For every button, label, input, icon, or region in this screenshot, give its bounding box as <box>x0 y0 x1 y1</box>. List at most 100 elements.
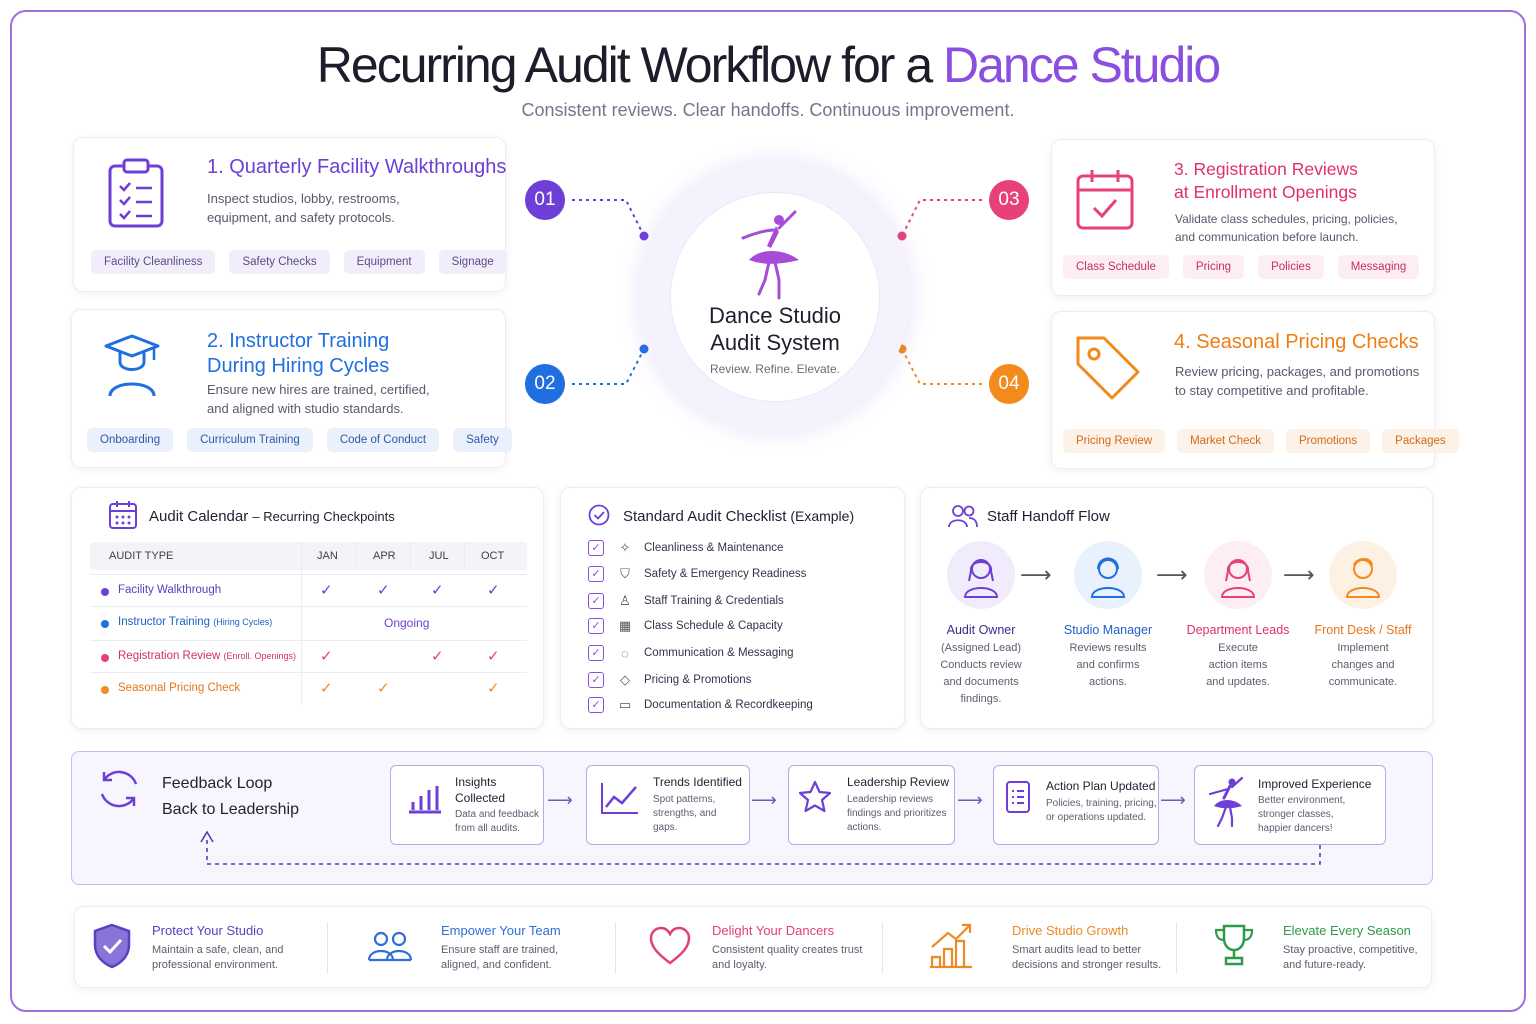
shield-check-icon <box>93 923 131 969</box>
star-icon <box>798 780 832 813</box>
checkbox[interactable]: ✓ <box>588 697 604 713</box>
tag-chip: Policies <box>1258 255 1324 279</box>
divider <box>355 542 356 570</box>
row-label: Instructor Training (Hiring Cycles) <box>118 616 273 628</box>
row-label: Seasonal Pricing Check <box>118 682 241 694</box>
check-mark: ✓ <box>320 680 333 697</box>
benefit-title: Drive Studio Growth <box>1012 923 1129 938</box>
avatar <box>1329 541 1397 609</box>
growth-chart-icon <box>930 923 972 969</box>
audit-checklist-panel <box>560 487 905 729</box>
benefit-title: Elevate Every Season <box>1283 923 1411 938</box>
checklist-title: Standard Audit Checklist (Example) <box>623 508 855 525</box>
calendar-icon: ▦ <box>618 618 632 633</box>
price-tag-icon <box>1076 336 1140 400</box>
card-1-description: Inspect studios, lobby, restrooms,equipm… <box>207 191 400 225</box>
divider <box>615 922 616 974</box>
page-subtitle: Consistent reviews. Clear handoffs. Cont… <box>521 100 1015 120</box>
check-mark: ✓ <box>377 680 390 697</box>
card-3-tags: Class Schedule Pricing Policies Messagin… <box>1063 255 1420 279</box>
checklist-item[interactable]: ✓◇Pricing & Promotions <box>588 670 751 690</box>
page-frame <box>10 10 1526 1012</box>
checklist-item[interactable]: ✓◌Communication & Messaging <box>588 643 794 663</box>
checkbox[interactable]: ✓ <box>588 672 604 688</box>
benefit-title: Delight Your Dancers <box>712 923 835 938</box>
trend-line-icon <box>601 783 638 814</box>
shield-icon: ⛉ <box>620 566 630 581</box>
checklist-item[interactable]: ✓⛉Safety & Emergency Readiness <box>588 564 806 584</box>
divider <box>327 922 328 974</box>
status-dot <box>101 654 109 662</box>
checklist-item[interactable]: ✓♙Staff Training & Credentials <box>588 591 784 611</box>
people-icon <box>948 505 978 528</box>
row-label: Registration Review (Enroll. Openings) <box>118 650 297 662</box>
person-icon <box>1345 558 1381 598</box>
tag-chip: Equipment <box>343 250 425 274</box>
benefit-description: Ensure staff are trained,aligned, and co… <box>441 944 559 971</box>
check-mark: ✓ <box>487 680 500 697</box>
trophy-icon <box>1214 924 1254 966</box>
person-icon <box>1220 559 1256 598</box>
chat-bubble-icon: ◌ <box>621 645 629 661</box>
status-dot <box>101 588 109 596</box>
card-4-tags: Pricing Review Market Check Promotions P… <box>1063 429 1459 453</box>
benefits-bar <box>74 906 1432 988</box>
card-3-description: Validate class schedules, pricing, polic… <box>1175 212 1398 244</box>
page-title: Recurring Audit Workflow for a Dance Stu… <box>316 37 1221 93</box>
checkbox[interactable]: ✓ <box>588 593 604 609</box>
check-mark: ✓ <box>320 582 333 599</box>
hub-tagline: Review. Refine. Elevate. <box>709 362 841 376</box>
column-header: OCT <box>481 550 505 562</box>
arrow-right-icon: ⟶ <box>1160 790 1186 810</box>
checkbox[interactable]: ✓ <box>588 618 604 634</box>
divider <box>410 542 411 570</box>
checkbox[interactable]: ✓ <box>588 566 604 582</box>
calendar-row: Instructor Training (Hiring Cycles) Ongo… <box>90 606 527 638</box>
audit-calendar-panel <box>71 487 544 729</box>
refresh-cycle-icon <box>100 770 138 808</box>
checkbox[interactable]: ✓ <box>588 645 604 661</box>
card-4-title: 4. Seasonal Pricing Checks <box>1174 331 1419 353</box>
calendar-icon <box>109 501 137 529</box>
calendar-row: Seasonal Pricing Check ✓ ✓ ✓ <box>90 672 527 704</box>
person-icon <box>1090 557 1126 598</box>
tag-chip: Signage <box>438 250 507 274</box>
checklist-item[interactable]: ✓✧Cleanliness & Maintenance <box>588 538 783 558</box>
column-header: AUDIT TYPE <box>109 550 174 562</box>
checklist-item[interactable]: ✓▦Class Schedule & Capacity <box>588 616 783 636</box>
step-badge-01: 01 <box>525 180 565 220</box>
tag-chip: Code of Conduct <box>326 428 440 452</box>
column-header: JUL <box>429 550 449 562</box>
check-mark: ✓ <box>431 648 444 665</box>
step-badge-03: 03 <box>989 180 1029 220</box>
tag-chip: Market Check <box>1177 429 1274 453</box>
tag-chip: Safety Checks <box>229 250 330 274</box>
tag-chip: Curriculum Training <box>187 428 313 452</box>
checklist-item[interactable]: ✓▭Documentation & Recordkeeping <box>588 695 813 715</box>
card-2-description: Ensure new hires are trained, certified,… <box>207 382 430 416</box>
column-header: APR <box>373 550 396 562</box>
tag-chip: Promotions <box>1286 429 1371 453</box>
avatar <box>947 541 1015 609</box>
avatar <box>1074 541 1142 609</box>
arrow-right-icon: ⟶ <box>957 790 983 810</box>
person-icon: ♙ <box>619 593 631 608</box>
avatar <box>1204 541 1272 609</box>
card-1-title: 1. Quarterly Facility Walkthroughs <box>207 156 507 178</box>
arrow-right-icon: ⟶ <box>1020 562 1052 587</box>
handoff-title: Staff Handoff Flow <box>987 508 1110 525</box>
status-dot <box>101 620 109 628</box>
check-mark: ✓ <box>377 582 390 599</box>
calendar-check-icon <box>1076 170 1134 230</box>
divider <box>301 542 302 706</box>
checkbox[interactable]: ✓ <box>588 540 604 556</box>
arrow-right-icon: ⟶ <box>751 790 777 810</box>
tag-chip: Messaging <box>1337 255 1420 279</box>
check-mark: ✓ <box>320 648 333 665</box>
